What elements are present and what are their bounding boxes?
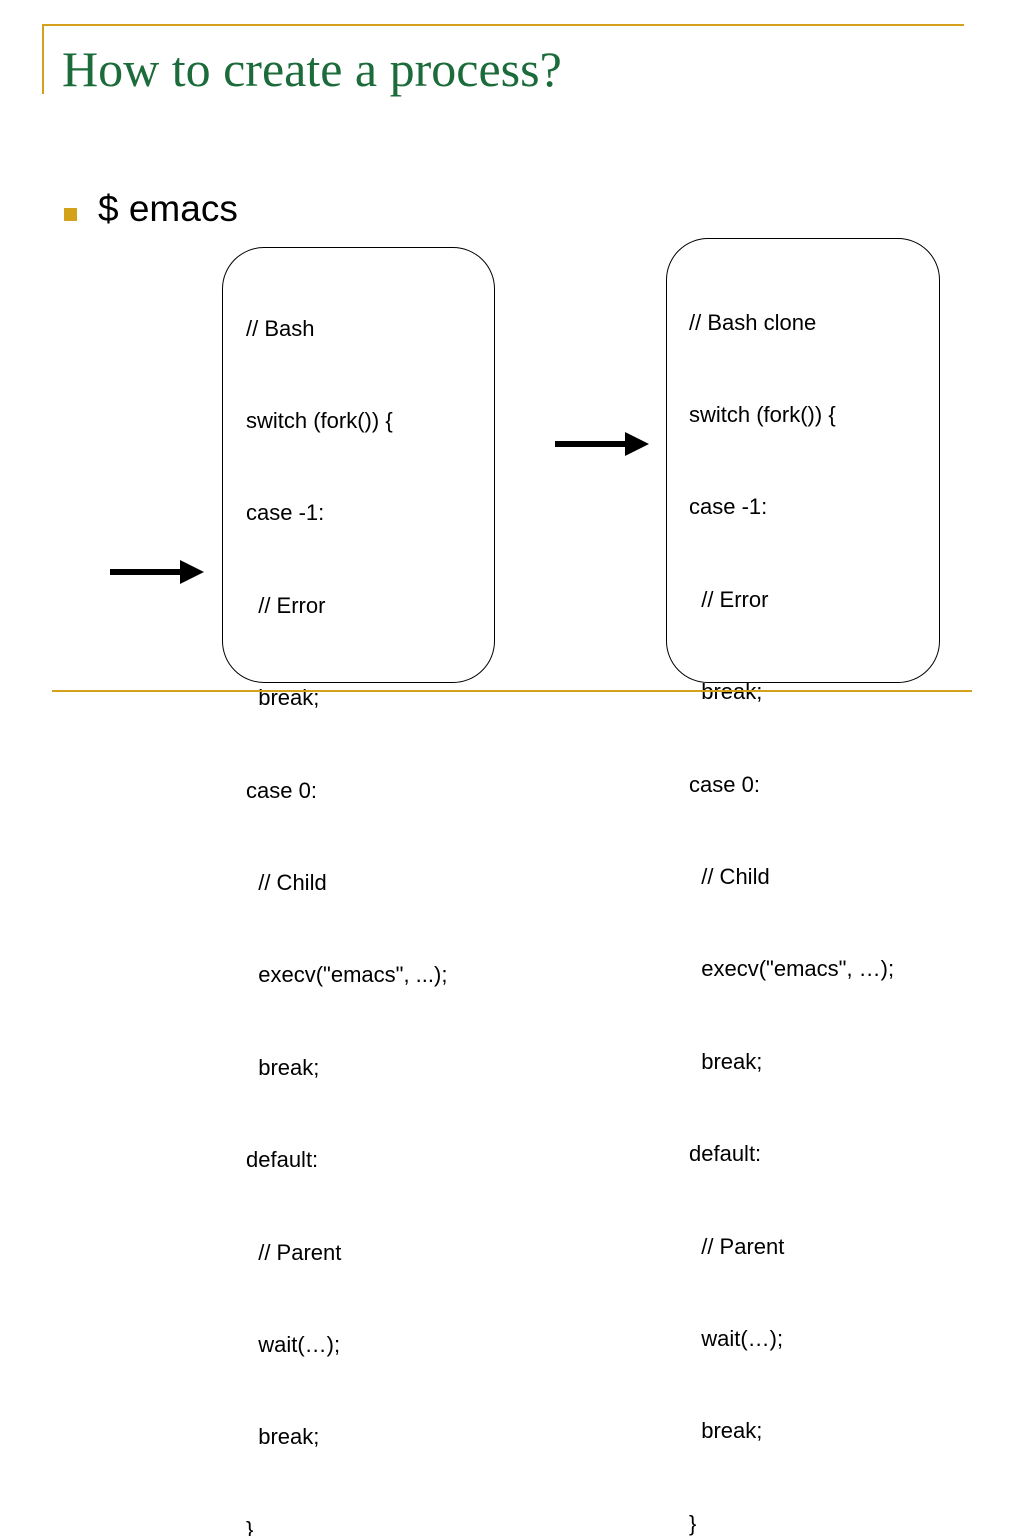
code-line: switch (fork()) { xyxy=(689,401,836,427)
right-arrow-icon xyxy=(110,560,204,584)
code-line: case 0: xyxy=(246,777,317,803)
right-arrow-icon xyxy=(555,432,649,456)
code-line: default: xyxy=(689,1141,762,1167)
code-line: } xyxy=(689,1510,697,1536)
code-line: case -1: xyxy=(246,500,325,526)
code-line: switch (fork()) { xyxy=(246,407,393,433)
code-line: case -1: xyxy=(689,494,768,520)
code-line: default: xyxy=(246,1147,319,1173)
code-line: break; xyxy=(246,685,320,711)
code-line: break; xyxy=(246,1054,320,1080)
code-line: break; xyxy=(689,1418,763,1444)
slide-top-rule xyxy=(42,24,964,26)
bash-code-box xyxy=(222,247,495,683)
code-line: execv("emacs", ...); xyxy=(246,962,448,988)
slide-bottom-rule xyxy=(52,690,972,692)
code-line: // Parent xyxy=(246,1239,342,1265)
slide-title: How to create a process? xyxy=(62,41,562,97)
code-line: break; xyxy=(689,1048,763,1074)
code-line: } xyxy=(246,1516,254,1536)
slide-left-rule xyxy=(42,24,44,94)
code-line: // Parent xyxy=(689,1233,785,1259)
bash-clone-code-box xyxy=(666,238,940,683)
code-line: // Bash clone xyxy=(689,309,817,335)
code-line: wait(…); xyxy=(246,1331,341,1357)
code-line: execv("emacs", …); xyxy=(689,956,895,982)
code-line: break; xyxy=(689,679,763,705)
bullet-square-icon xyxy=(64,208,77,221)
code-line: // Child xyxy=(689,863,770,889)
bash-code-lines: // Bash switch (fork()) { case -1: // Er… xyxy=(246,252,447,1536)
code-line: case 0: xyxy=(689,771,760,797)
code-line: // Bash xyxy=(246,315,315,341)
code-line: // Child xyxy=(246,869,327,895)
code-line: wait(…); xyxy=(689,1325,784,1351)
bash-clone-code-lines: // Bash clone switch (fork()) { case -1:… xyxy=(689,246,894,1536)
code-line: // Error xyxy=(689,586,769,612)
bullet-text: $ emacs xyxy=(98,188,238,229)
code-line: break; xyxy=(246,1424,320,1450)
code-line: // Error xyxy=(246,592,326,618)
